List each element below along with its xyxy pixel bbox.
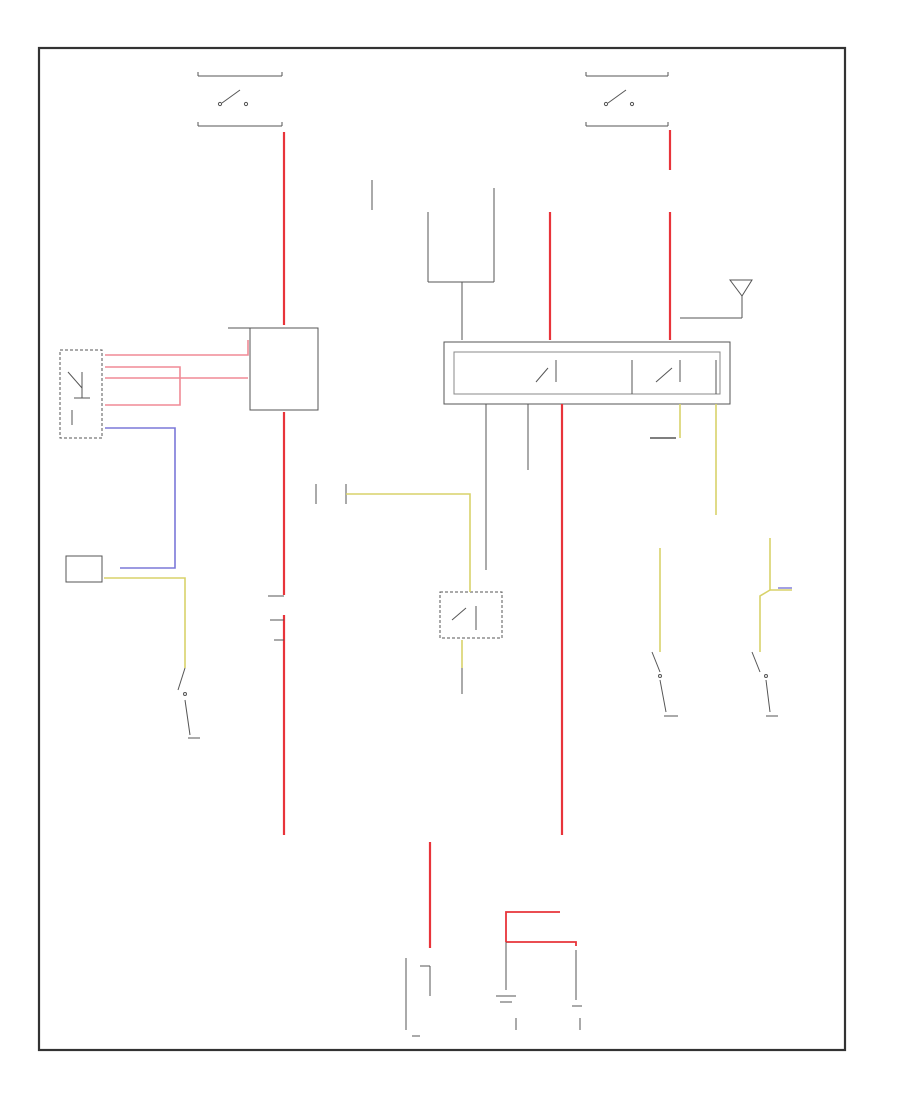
sensor-top-right [680,279,753,319]
clutch-switch [65,555,103,583]
ignition-switch-right [585,72,669,127]
wire-yellow-cut-relay [346,493,471,668]
wire-yellow-right-sensor [759,538,792,652]
diagram-frame [37,46,847,1052]
ignition-switch-left [197,72,283,127]
wire-pink-relay [105,340,249,406]
starter-relay-left [59,349,103,439]
fuse-box-left [228,327,319,411]
wire-yellow-clutch [104,577,186,668]
fuse-block-center [371,180,495,340]
wire-blue [105,427,176,569]
battery [496,942,582,1030]
inline-switch-left [268,595,284,641]
wire-yellow-module [679,404,717,515]
control-module [443,341,731,405]
starter-cut-relay [315,484,503,694]
wires-module-down [485,404,529,570]
right-sensor-switch [751,651,778,717]
wire-red-battery [505,911,577,946]
clutch-ground-switch [177,667,200,739]
left-sensor-switch [651,651,678,717]
starter-motor [405,958,431,1037]
